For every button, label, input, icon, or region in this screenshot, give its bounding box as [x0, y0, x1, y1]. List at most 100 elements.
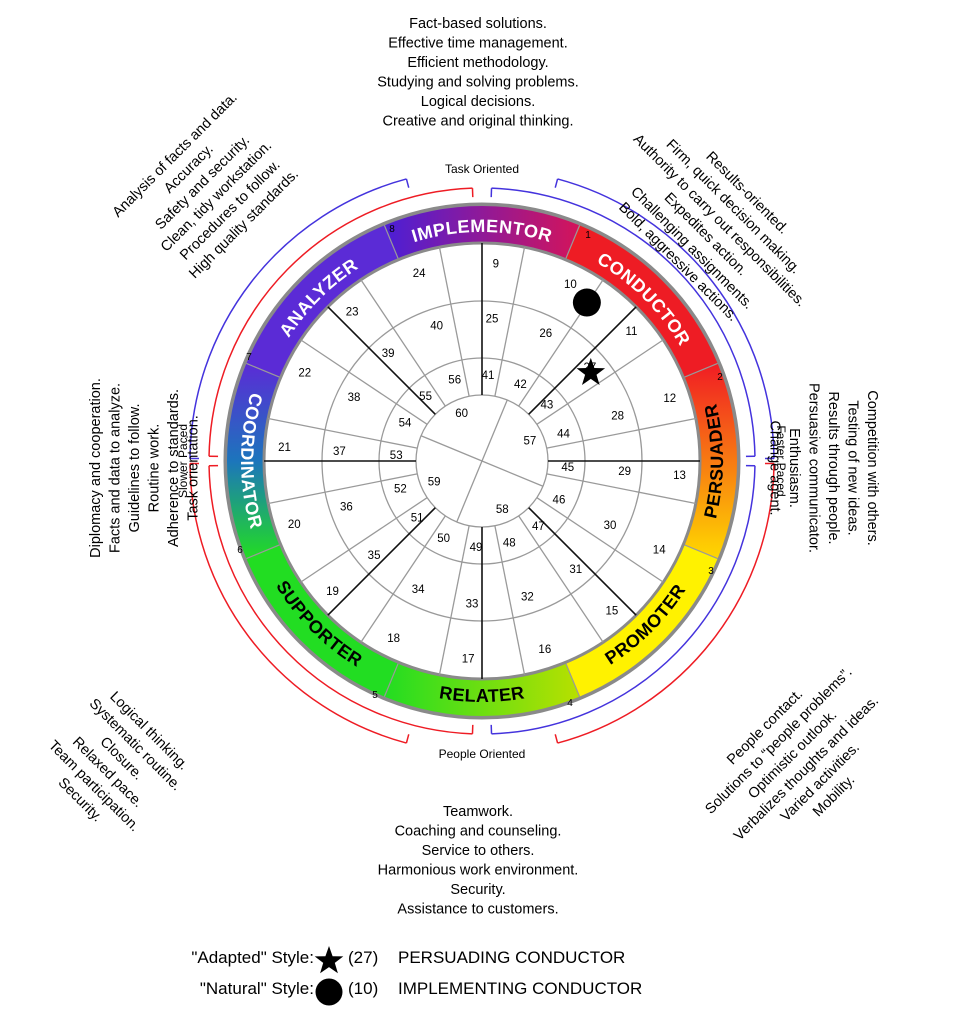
description-line: Guidelines to follow.: [127, 404, 143, 533]
outer-bracket-upright-tick: [554, 178, 559, 188]
segment-58: 58: [496, 504, 509, 516]
sector-conductor: [565, 225, 718, 378]
axis-brackets: [189, 178, 775, 744]
segment-15: 15: [606, 605, 619, 617]
segment-25: 25: [486, 313, 499, 325]
grid-spoke: [494, 525, 526, 675]
outer-bracket-lowleft: [189, 463, 407, 744]
legend-adapted: "Adapted" Style: (27) PERSUADING CONDUCT…: [0, 945, 960, 975]
sector-divider: [246, 543, 281, 560]
grid-spoke: [536, 339, 664, 425]
grid-spoke: [360, 515, 446, 643]
segment-20: 20: [288, 519, 301, 531]
inner-spoke: [481, 399, 508, 462]
segment-44: 44: [557, 429, 570, 441]
segment-22: 22: [298, 368, 311, 380]
description-line: Testing of new ideas.: [845, 400, 861, 535]
description-line: Enthusiasm.: [786, 428, 802, 508]
outer-bracket-upleft-tick: [405, 178, 410, 188]
segment-23: 23: [346, 307, 359, 319]
sector-number-6: 6: [237, 545, 243, 556]
sector-supporter: [246, 544, 399, 697]
description-line: Routine work.: [147, 424, 163, 513]
sector-coordinator: [227, 363, 281, 559]
grid-spoke: [268, 473, 418, 505]
primary-axis: [327, 306, 436, 415]
description-line: Adherence to standards.: [166, 389, 182, 547]
segment-49: 49: [470, 542, 483, 554]
segment-54: 54: [399, 418, 412, 430]
segment-31: 31: [569, 564, 582, 576]
segment-9: 9: [493, 258, 499, 270]
segment-34: 34: [412, 584, 425, 596]
sector-divider: [564, 225, 581, 260]
segment-59: 59: [428, 476, 441, 488]
segment-53: 53: [390, 450, 403, 462]
segment-48: 48: [503, 538, 516, 550]
description-line: Task orientation.: [186, 415, 202, 521]
segment-19: 19: [326, 586, 339, 598]
legend-natural: "Natural" Style: (10) IMPLEMENTING CONDU…: [0, 976, 960, 1006]
description-line: Persuasive communicator.: [806, 383, 822, 553]
sector-divider: [246, 362, 281, 379]
sector-analyzer: [246, 225, 399, 378]
outer-bracket-lowright: [557, 463, 775, 744]
sector-label-relater: RELATER: [438, 682, 526, 706]
segment-41: 41: [482, 370, 495, 382]
inner-spoke: [420, 435, 483, 462]
sector-divider: [383, 662, 400, 697]
segment-60: 60: [455, 408, 468, 420]
segment-17: 17: [462, 654, 475, 666]
sector-number-8: 8: [389, 224, 395, 235]
people-bracket-inner-right: [491, 187, 756, 457]
segment-55: 55: [419, 391, 432, 403]
segment-29: 29: [618, 466, 631, 478]
description-analyzer: Analysis of facts and data.Accuracy.Safe…: [110, 90, 302, 282]
description-line: Security.: [450, 882, 505, 898]
wheel-outer-rim: [223, 202, 741, 720]
inner-spoke: [456, 460, 483, 523]
outer-bracket-upleft: [189, 178, 407, 459]
legend-natural-name: IMPLEMENTING CONDUCTOR: [398, 979, 643, 998]
description-line: Assistance to customers.: [397, 902, 558, 918]
segment-33: 33: [466, 599, 479, 611]
sector-relater: [384, 662, 580, 716]
sector-number-7: 7: [246, 352, 252, 363]
description-line: Coaching and counseling.: [395, 824, 562, 840]
description-persuader: Competition with others.Testing of new i…: [767, 383, 881, 553]
segment-52: 52: [394, 483, 407, 495]
segment-46: 46: [553, 494, 566, 506]
sector-divider: [683, 362, 718, 379]
description-line: Logical decisions.: [421, 94, 535, 110]
grid-spoke: [360, 279, 446, 407]
sector-number-3: 3: [708, 566, 714, 577]
sector-number-2: 2: [717, 372, 723, 383]
segment-13: 13: [673, 470, 686, 482]
segment-26: 26: [539, 328, 552, 340]
legend-adapted-number: (27): [348, 948, 379, 967]
segment-51: 51: [411, 512, 424, 524]
description-line: Results through people.: [825, 391, 841, 544]
description-coordinator: Diplomacy and cooperation.Facts and data…: [88, 378, 202, 558]
segment-16: 16: [538, 644, 551, 656]
segment-47: 47: [532, 521, 545, 533]
segment-39: 39: [382, 348, 395, 360]
segment-28: 28: [611, 411, 624, 423]
task-bracket-inner-left: [208, 187, 473, 457]
description-line: Facts and data to analyze.: [108, 383, 124, 553]
people-bracket-inner-lowright: [491, 465, 756, 735]
star-icon: [314, 946, 344, 974]
segment-30: 30: [604, 520, 617, 532]
grid-spoke: [546, 473, 696, 505]
segment-36: 36: [340, 501, 353, 513]
description-supporter: Logical thinking.Systematic routine.Clos…: [45, 689, 191, 835]
segment-37: 37: [333, 446, 346, 458]
segment-24: 24: [413, 268, 426, 280]
segment-21: 21: [278, 442, 291, 454]
sector-divider: [683, 543, 718, 560]
segment-numbers: 9101112131415161718192021222324252627282…: [278, 258, 686, 665]
grid-spoke: [300, 339, 428, 425]
description-line: Change agent.: [767, 420, 783, 515]
grid-spoke: [300, 497, 428, 583]
